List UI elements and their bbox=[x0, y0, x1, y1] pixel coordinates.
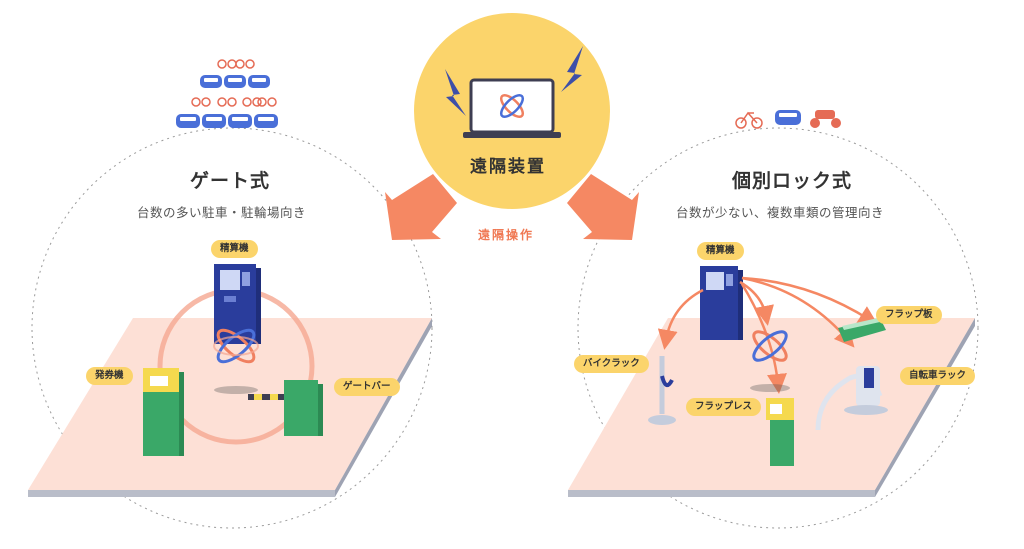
bicycle-rack bbox=[815, 366, 888, 431]
left-subtitle: 台数の多い駐車・駐輪場向き bbox=[137, 205, 307, 220]
laptop-icon bbox=[463, 78, 561, 138]
label-left-payment: 精算機 bbox=[211, 240, 258, 258]
right-signal-arrows bbox=[657, 276, 879, 394]
label-bicycle-rack: 自転車ラック bbox=[900, 367, 976, 385]
gate-bar bbox=[248, 380, 323, 436]
label-flap-plate: フラップ板 bbox=[876, 306, 942, 324]
right-scene bbox=[648, 266, 888, 466]
right-payment-machine bbox=[700, 266, 743, 340]
flapless-machine bbox=[766, 398, 794, 466]
left-scene bbox=[143, 264, 323, 456]
bike-rack bbox=[648, 356, 676, 425]
flap-plate bbox=[838, 318, 886, 342]
left-floor bbox=[28, 318, 432, 497]
left-atom-icon bbox=[213, 328, 259, 364]
motorbike-icon bbox=[810, 110, 841, 128]
label-ticket-machine: 発券機 bbox=[86, 367, 133, 385]
vehicle-pyramid bbox=[176, 59, 278, 128]
right-dotted-circle bbox=[577, 127, 979, 529]
arrow-to-left bbox=[385, 174, 457, 240]
car-icon bbox=[775, 110, 801, 125]
label-bike-rack: バイクラック bbox=[574, 355, 649, 373]
lightning-left-icon bbox=[445, 69, 466, 116]
remote-device bbox=[414, 13, 610, 209]
left-dotted-circle bbox=[31, 127, 433, 529]
bicycle-icon bbox=[735, 111, 763, 129]
lightning-right-icon bbox=[561, 46, 583, 92]
left-title: ゲート式 bbox=[190, 170, 271, 192]
label-flapless: フラップレス bbox=[686, 398, 762, 416]
arrow-to-right bbox=[567, 174, 639, 240]
label-right-payment: 精算機 bbox=[697, 242, 744, 260]
right-atom-icon bbox=[752, 330, 788, 362]
remote-device-title: 遠隔装置 bbox=[470, 157, 546, 177]
label-gate-bar: ゲートバー bbox=[334, 378, 400, 396]
right-title: 個別ロック式 bbox=[732, 170, 853, 192]
right-subtitle: 台数が少ない、複数車類の管理向き bbox=[676, 205, 885, 220]
remote-operation-label: 遠隔操作 bbox=[478, 228, 535, 242]
ticket-machine bbox=[143, 368, 184, 456]
vehicle-row bbox=[735, 110, 841, 129]
